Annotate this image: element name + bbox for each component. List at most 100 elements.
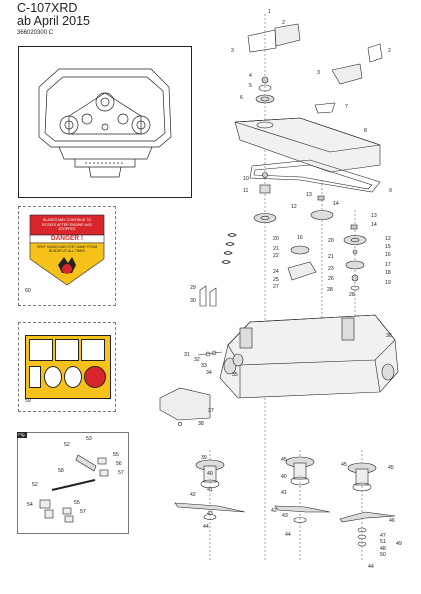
callout-44a: 44 <box>203 524 209 530</box>
callout-43a: 43 <box>207 511 213 517</box>
callout-40b: 40 <box>281 474 287 480</box>
callout-21a: 21 <box>273 246 279 252</box>
callout-28b: 28 <box>349 292 355 298</box>
danger-top-text: BLADES MAY CONTINUE TO ROTATE AFTER ENGI… <box>42 218 92 231</box>
callout-18: 18 <box>385 270 391 276</box>
callout-27: 27 <box>273 284 279 290</box>
callout-15: 15 <box>385 244 391 250</box>
danger-decal: BLADES MAY CONTINUE TO ROTATE AFTER ENGI… <box>28 213 106 287</box>
date-subtitle: ab April 2015 <box>17 14 90 28</box>
manual-pictogram <box>29 366 41 388</box>
callout-3b: 3 <box>317 70 320 76</box>
callout-42a: 42 <box>190 492 196 498</box>
callout-30: 30 <box>190 298 196 304</box>
callout-54: 54 <box>27 502 33 508</box>
callout-50: 50 <box>380 552 386 558</box>
callout-44b: 44 <box>285 532 291 538</box>
callout-29: 29 <box>190 285 196 291</box>
callout-14b: 14 <box>371 222 377 228</box>
callout-12b: 12 <box>385 236 391 242</box>
callout-39: 39 <box>201 455 207 461</box>
callout-55b: 55 <box>74 500 80 506</box>
callout-49: 49 <box>396 541 402 547</box>
callout-56: 56 <box>116 461 122 467</box>
callout-32: 32 <box>194 357 200 363</box>
danger-decal-guide <box>18 206 116 306</box>
callout-45b: 45 <box>388 465 394 471</box>
callout-59: 59 <box>25 398 31 404</box>
callout-17: 17 <box>385 262 391 268</box>
callout-38: 38 <box>198 421 204 427</box>
model-title: C-107XRD <box>17 1 78 15</box>
callout-2b: 2 <box>388 48 391 54</box>
danger-decal-drawing <box>29 214 105 286</box>
callout-16b: 16 <box>385 252 391 258</box>
callout-24: 24 <box>273 269 279 275</box>
header: C-107XRD ab April 2015 366020300 C <box>17 1 90 37</box>
callout-45a: 45 <box>281 457 287 463</box>
callout-3a: 3 <box>231 48 234 54</box>
callout-2a: 2 <box>282 20 285 26</box>
callout-40a: 40 <box>207 471 213 477</box>
callout-4: 4 <box>249 73 252 79</box>
callout-52b: 52 <box>32 482 38 488</box>
no-children-pictogram <box>44 366 62 388</box>
danger-word: DANGER ! <box>50 235 84 242</box>
fig-a-label: Fig. A <box>17 432 27 443</box>
warning-decal-guide <box>18 322 116 412</box>
callout-21b: 21 <box>328 254 334 260</box>
slope-pictogram <box>55 339 79 361</box>
callout-52a: 52 <box>64 442 70 448</box>
callout-19: 19 <box>385 280 391 286</box>
callout-45c: 45 <box>341 462 347 468</box>
callout-22: 22 <box>273 253 279 259</box>
callout-1: 1 <box>268 9 271 15</box>
callout-42b: 42 <box>271 508 277 514</box>
callout-33: 33 <box>201 363 207 369</box>
callout-51: 51 <box>380 539 386 545</box>
callout-55a: 55 <box>113 452 119 458</box>
callout-57a: 57 <box>118 470 124 476</box>
part-number: 366020300 C <box>17 30 54 36</box>
callout-34: 34 <box>206 370 212 376</box>
callout-47: 47 <box>380 533 386 539</box>
no-riders-pictogram <box>64 366 82 388</box>
callout-14a: 14 <box>333 201 339 207</box>
deck-overview-drawing <box>38 68 172 178</box>
callout-41a: 41 <box>207 487 213 493</box>
callout-23: 23 <box>328 266 334 272</box>
overview-panel <box>18 46 192 198</box>
callout-9: 9 <box>389 188 392 194</box>
rollover-pictogram <box>29 339 53 361</box>
callout-10: 10 <box>243 176 249 182</box>
callout-44c: 44 <box>368 564 374 570</box>
callout-7: 7 <box>345 104 348 110</box>
callout-58: 58 <box>58 468 64 474</box>
callout-8: 8 <box>364 128 367 134</box>
callout-28a: 28 <box>327 287 333 293</box>
callout-20b: 20 <box>328 238 334 244</box>
callout-41b: 41 <box>281 490 287 496</box>
callout-6: 6 <box>240 95 243 101</box>
callout-25: 25 <box>273 277 279 283</box>
callout-13b: 13 <box>371 213 377 219</box>
callout-36: 36 <box>386 333 392 339</box>
callout-46: 46 <box>389 518 395 524</box>
danger-bottom-text: KEEP HANDS AND FEET AWAY FROM BLADES AT … <box>36 245 98 254</box>
callout-31: 31 <box>184 352 190 358</box>
no-mowing-reverse-pictogram <box>84 366 106 388</box>
callout-11: 11 <box>243 188 249 194</box>
callout-43b: 43 <box>282 513 288 519</box>
thrown-objects-pictogram <box>81 339 105 361</box>
callout-13a: 13 <box>306 192 312 198</box>
callout-48: 48 <box>380 546 386 552</box>
callout-60: 60 <box>25 288 31 294</box>
callout-12a: 12 <box>291 204 297 210</box>
callout-16a: 16 <box>297 235 303 241</box>
callout-20a: 20 <box>273 236 279 242</box>
callout-53: 53 <box>86 436 92 442</box>
warning-decal <box>25 335 111 399</box>
callout-57b: 57 <box>80 509 86 515</box>
callout-26: 26 <box>328 276 334 282</box>
